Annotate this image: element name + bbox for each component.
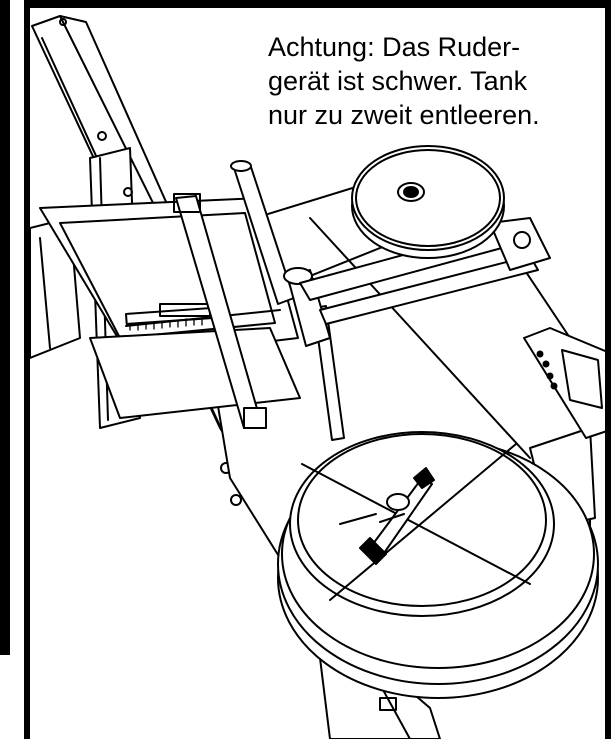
flywheel-cover [351, 145, 505, 259]
warning-line-2: gerät ist schwer. Tank [268, 66, 528, 96]
monitor [523, 327, 605, 439]
water-tank [277, 431, 599, 699]
support-poles [230, 160, 345, 441]
page-edge-bar [0, 0, 10, 655]
warning-line-3: nur zu zweit entleeren. [268, 100, 540, 130]
weight-warning-text: Achtung: Das Ruder- gerät ist schwer. Ta… [268, 30, 605, 132]
rowing-machine-drawing [30, 15, 605, 739]
warning-line-1: Achtung: Das Ruder- [268, 32, 521, 62]
illustration-frame: Achtung: Das Ruder- gerät ist schwer. Ta… [24, 0, 611, 739]
tank-plug [359, 467, 435, 565]
foot-strap [173, 193, 267, 429]
